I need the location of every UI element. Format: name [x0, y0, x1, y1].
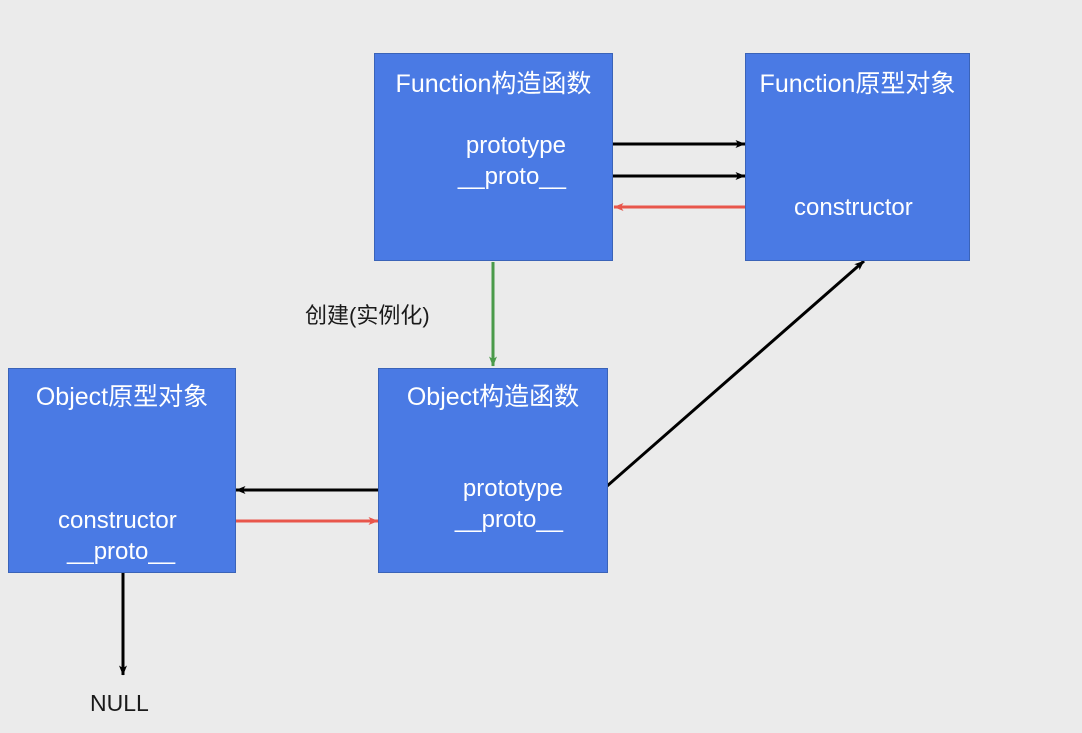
label-null: NULL [90, 690, 149, 716]
slot-function-constructor-prototype: prototype [465, 132, 566, 159]
box-function-constructor-title: Function构造函数 [395, 70, 592, 98]
edge-object-proto-to-function-prototype-object [565, 259, 865, 524]
box-function-constructor[interactable]: Function构造函数 prototype __proto__ [374, 53, 613, 261]
slot-object-prototype-constructor: constructor [58, 507, 177, 534]
box-object-constructor-title: Object构造函数 [406, 383, 580, 411]
box-function-prototype-object-title: Function原型对象 [759, 70, 956, 98]
box-function-prototype-object[interactable]: Function原型对象 constructor [745, 53, 970, 261]
slot-function-constructor-proto: __proto__ [457, 163, 566, 190]
slot-function-prototype-constructor: constructor [794, 194, 913, 221]
box-object-prototype-object[interactable]: Object原型对象 constructor __proto__ [8, 368, 236, 573]
box-object-prototype-object-title: Object原型对象 [35, 383, 209, 411]
slot-object-constructor-prototype: prototype [462, 475, 563, 502]
box-object-constructor[interactable]: Object构造函数 prototype __proto__ [378, 368, 608, 573]
label-create-instantiate: 创建(实例化) [305, 303, 430, 328]
slot-object-prototype-proto: __proto__ [67, 538, 176, 565]
slot-object-constructor-proto: __proto__ [454, 506, 563, 533]
